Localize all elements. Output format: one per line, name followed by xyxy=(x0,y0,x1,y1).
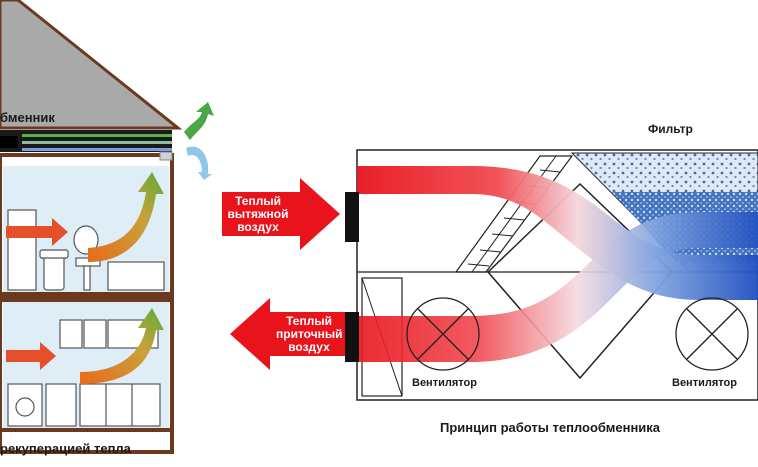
left-fan-label: Вентилятор xyxy=(412,377,477,389)
exhaust-arrow-label: Теплый вытяжной воздух xyxy=(227,194,289,234)
exhaust-out-arrow xyxy=(184,102,214,140)
heat-exchanger-unit xyxy=(345,149,758,401)
exhaust-duct-flange xyxy=(345,192,359,242)
upper-room-inflow-arrow xyxy=(6,218,68,246)
warm-exhaust-air-arrow xyxy=(222,178,340,250)
filter-label: Фильтр xyxy=(648,122,693,136)
right-fan-icon xyxy=(675,297,749,371)
exhaust-air-stream xyxy=(357,166,758,300)
supply-arrow-label: Теплый приточный воздух xyxy=(276,314,343,354)
house-caption: рекуперацией тепла xyxy=(0,441,131,456)
supply-duct-flange xyxy=(345,312,359,362)
warm-supply-air-arrow xyxy=(230,298,348,370)
fresh-in-arrow xyxy=(186,146,212,180)
supply-air-stream xyxy=(357,212,758,362)
lower-room-airflow-arrow xyxy=(80,308,164,384)
lower-room-inflow-arrow xyxy=(6,342,56,370)
upper-room-airflow-arrow xyxy=(88,172,164,262)
right-fan-label: Вентилятор xyxy=(672,377,737,389)
house xyxy=(0,0,214,454)
roof xyxy=(0,0,183,130)
left-fan-icon xyxy=(406,297,480,371)
exchanger-caption: Принцип работы теплообменника xyxy=(440,420,661,435)
roof-label: бменник xyxy=(0,110,55,125)
bathroom-fixtures xyxy=(7,209,165,291)
